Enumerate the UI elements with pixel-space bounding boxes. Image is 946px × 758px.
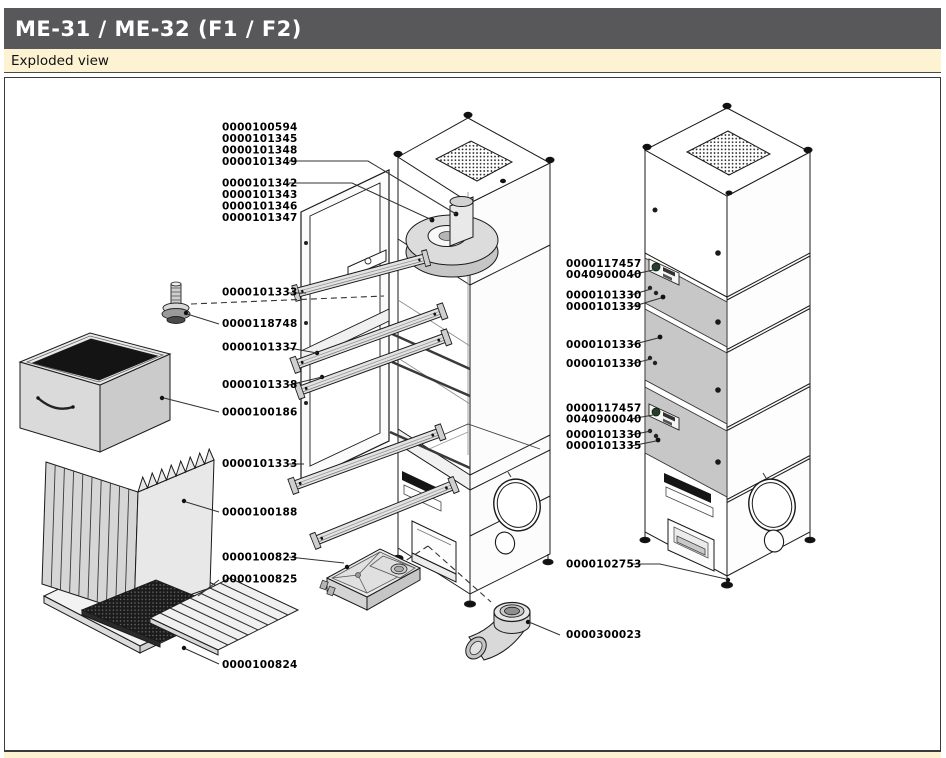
- part-label: 0000100823: [222, 552, 298, 564]
- part-label: 0000100188: [222, 507, 298, 519]
- part-label: 0000101336: [566, 339, 642, 351]
- part-label: 0000101330: [566, 429, 642, 441]
- leveling-damper: [161, 281, 191, 324]
- part-labels: 0000100594 0000101345 0000101348 0000101…: [222, 122, 642, 672]
- part-label: 0000101339: [566, 301, 642, 313]
- door-panel: [644, 308, 728, 425]
- part-label: 0000101349: [222, 156, 298, 168]
- slat-grid: [148, 577, 300, 656]
- part-label: 0000101338: [222, 379, 298, 391]
- part-label: 0000118748: [222, 318, 298, 330]
- filter-rails: [287, 249, 471, 550]
- assembly-dash: [389, 545, 492, 603]
- part-label: 0000101330: [566, 358, 642, 370]
- door-panel: [644, 257, 728, 348]
- part-label: 0000101330: [566, 290, 642, 302]
- part-label: 0000101345: [222, 133, 298, 145]
- assembly-dash: [190, 295, 385, 305]
- part-label: 0000117457: [566, 258, 642, 270]
- part-dot: [657, 334, 663, 340]
- vent-grille: [434, 140, 514, 182]
- part-dot: [181, 645, 187, 651]
- tower-assembled: [639, 102, 816, 589]
- bag-filter: [41, 447, 215, 615]
- filter-door: [300, 169, 390, 484]
- filter-drawer: [18, 332, 172, 453]
- part-label: 0000100825: [222, 574, 298, 586]
- part-dot: [159, 395, 165, 401]
- part-label: 0000100824: [222, 659, 298, 671]
- logo-plate: [664, 473, 711, 503]
- duct-port: [748, 472, 796, 553]
- control-plate: [647, 258, 680, 296]
- bottom-accent-bar: [4, 751, 941, 758]
- page-title: ME-31 / ME-32 (F1 / F2): [15, 16, 302, 41]
- panel-latch-bolts: [715, 250, 721, 465]
- part-dot: [652, 360, 658, 366]
- part-label: 0000101346: [222, 201, 298, 213]
- part-label: 0000101337: [222, 342, 298, 354]
- lid-bolts: [393, 111, 555, 184]
- drawer-handle: [37, 397, 74, 410]
- part-dot: [344, 564, 350, 570]
- part-label: 0040900040: [566, 269, 642, 281]
- part-dot: [660, 294, 666, 300]
- part-label: 0000100594: [222, 122, 298, 134]
- drain-elbow: [465, 601, 531, 661]
- part-label: 0000101335: [566, 440, 642, 452]
- drip-tray: [319, 548, 422, 611]
- vent-grille: [685, 130, 772, 176]
- leader-lines: [163, 160, 731, 665]
- view-bar: Exploded view: [4, 49, 941, 73]
- page-title-bar: ME-31 / ME-32 (F1 / F2): [4, 8, 941, 49]
- part-dot: [181, 498, 187, 504]
- part-label: 0000300023: [566, 629, 642, 641]
- tray-slot: [667, 518, 715, 572]
- part-label: 0000101348: [222, 145, 298, 157]
- part-label: 0040900040: [566, 414, 642, 426]
- cabinet-exploded: [161, 111, 555, 661]
- duct-port: [493, 471, 541, 555]
- part-label: 0000117457: [566, 403, 642, 415]
- lid-bolts: [642, 102, 813, 196]
- part-label: 0000101333: [222, 458, 298, 470]
- view-bar-label: Exploded view: [11, 52, 109, 69]
- part-label: 0000101343: [222, 189, 298, 201]
- prefilter-assembly: [18, 332, 300, 656]
- part-dot: [525, 619, 531, 625]
- part-label: 0000101342: [222, 178, 298, 190]
- part-label: 0000102753: [566, 559, 642, 571]
- part-label: 0000101347: [222, 212, 298, 224]
- part-label: 0000100186: [222, 407, 298, 419]
- part-dot: [655, 437, 661, 443]
- part-label: 0000101333: [222, 287, 298, 299]
